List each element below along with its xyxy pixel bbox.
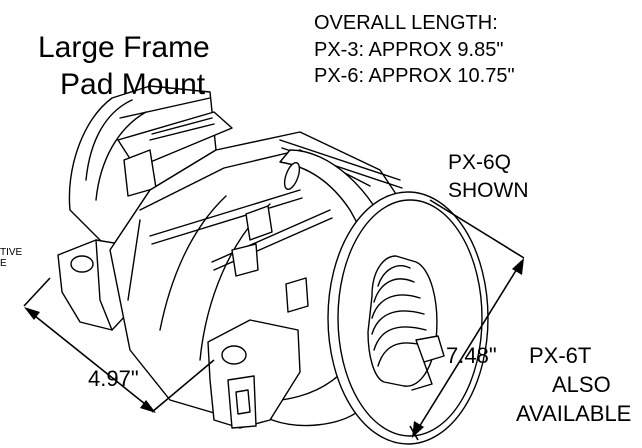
cut-off-label-line2: E: [0, 258, 7, 269]
also-available-line3: AVAILABLE: [516, 401, 632, 426]
overall-length-heading: OVERALL LENGTH:: [314, 12, 498, 34]
dimension-pulley-side: [409, 199, 525, 441]
title-line-1: Large Frame: [38, 31, 210, 64]
also-available-line2: ALSO: [552, 372, 611, 397]
drive-pulley: [367, 255, 445, 391]
cut-off-label-line1: TIVE: [0, 247, 23, 258]
pulley-side-value: 7.48": [446, 343, 497, 368]
regulator-label-plate: [117, 111, 233, 197]
shown-model-label: PX-6Q: [448, 151, 512, 174]
also-available-model: PX-6T: [529, 343, 592, 368]
dimension-mount-spacing: [23, 277, 215, 413]
overall-length-px6: PX-6: APPROX 10.75": [314, 65, 515, 87]
bracket-studs: [231, 205, 309, 313]
title-line-2: Pad Mount: [60, 68, 206, 101]
front-mounting-foot: [207, 319, 301, 429]
overall-length-px3: PX-3: APPROX 9.85": [314, 39, 504, 61]
shown-caption: SHOWN: [448, 179, 529, 202]
mount-spacing-value: 4.97": [88, 366, 139, 391]
